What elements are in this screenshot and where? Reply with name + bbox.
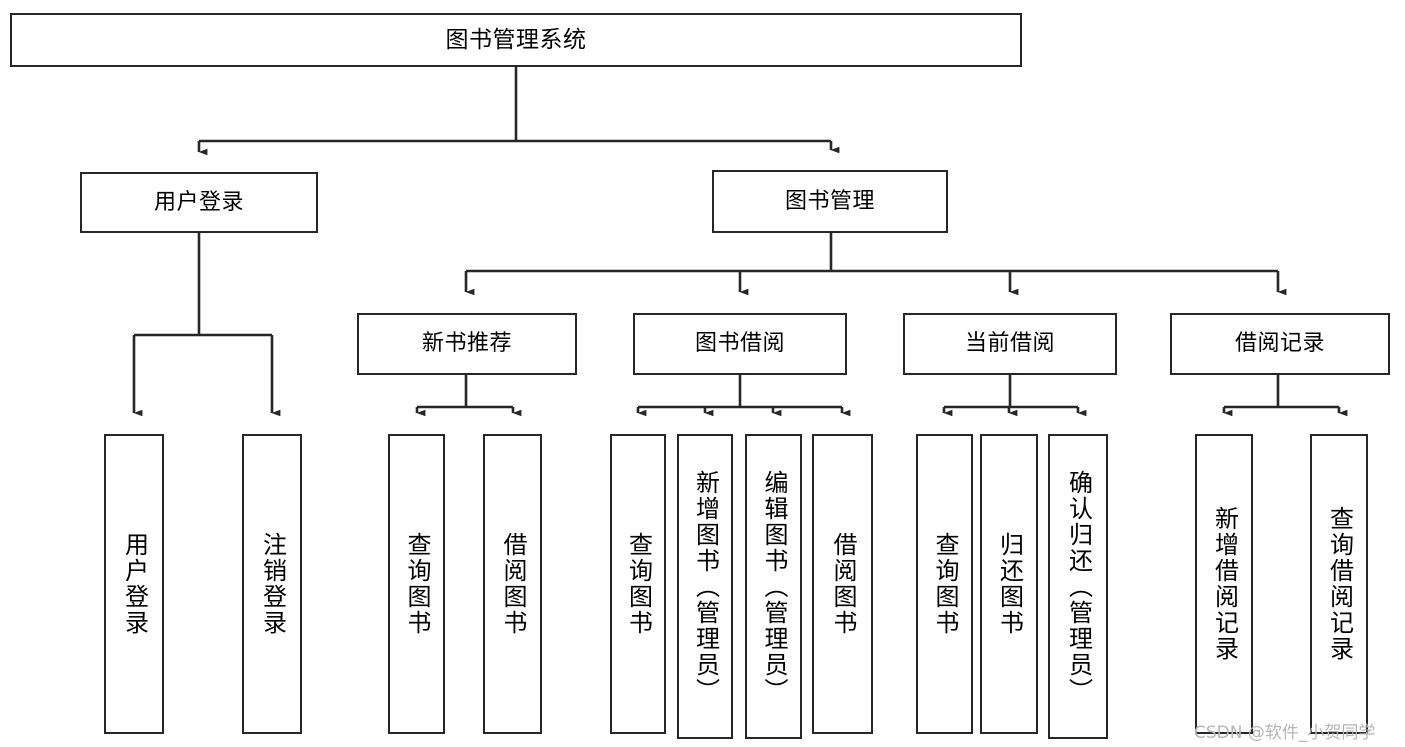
node-label: 查询借阅记录 [1325, 506, 1354, 662]
node-label: 当前借阅 [964, 331, 1055, 357]
leaf-query-books-borrow[interactable]: 查询图书 [610, 434, 666, 734]
node-label: 新增图书（管理员） [691, 469, 720, 704]
node-borrow-records[interactable]: 借阅记录 [1170, 313, 1390, 375]
node-label: 归还图书 [995, 532, 1024, 636]
leaf-user-login[interactable]: 用户登录 [104, 434, 164, 734]
node-label: 用户登录 [153, 189, 244, 215]
leaf-confirm-return-admin[interactable]: 确认归还（管理员） [1048, 434, 1108, 739]
leaf-add-book-admin[interactable]: 新增图书（管理员） [677, 434, 733, 739]
node-current-borrowing[interactable]: 当前借阅 [903, 313, 1117, 375]
node-label: 图书管理系统 [445, 26, 587, 53]
node-label: 借阅图书 [498, 532, 527, 636]
node-label: 借阅图书 [828, 532, 857, 636]
leaf-borrow-books[interactable]: 借阅图书 [812, 434, 873, 734]
leaf-return-books[interactable]: 归还图书 [980, 434, 1038, 734]
node-user-login[interactable]: 用户登录 [80, 172, 318, 233]
leaf-add-borrow-record[interactable]: 新增借阅记录 [1195, 434, 1253, 734]
leaf-query-borrow-record[interactable]: 查询借阅记录 [1310, 434, 1368, 734]
leaf-query-books-newbook[interactable]: 查询图书 [388, 434, 445, 734]
leaf-query-books-current[interactable]: 查询图书 [916, 434, 973, 734]
node-label: 注销登录 [258, 532, 287, 636]
node-label: 查询图书 [402, 532, 431, 636]
node-label: 查询图书 [930, 532, 959, 636]
node-label: 查询图书 [624, 532, 653, 636]
node-label: 新增借阅记录 [1210, 506, 1239, 662]
node-label: 新书推荐 [421, 331, 512, 357]
leaf-borrow-books-newbook[interactable]: 借阅图书 [483, 434, 542, 734]
node-book-borrowing[interactable]: 图书借阅 [633, 313, 847, 375]
node-label: 用户登录 [120, 532, 149, 636]
leaf-edit-book-admin[interactable]: 编辑图书（管理员） [745, 434, 802, 739]
node-new-book-recommendation[interactable]: 新书推荐 [357, 313, 577, 375]
leaf-logout[interactable]: 注销登录 [242, 434, 302, 734]
node-label: 确认归还（管理员） [1064, 469, 1093, 704]
node-label: 借阅记录 [1234, 331, 1325, 357]
node-label: 图书借阅 [694, 331, 785, 357]
node-root-system[interactable]: 图书管理系统 [10, 13, 1022, 67]
node-label: 图书管理 [784, 188, 875, 214]
node-label: 编辑图书（管理员） [759, 469, 788, 704]
node-book-management[interactable]: 图书管理 [712, 170, 948, 233]
